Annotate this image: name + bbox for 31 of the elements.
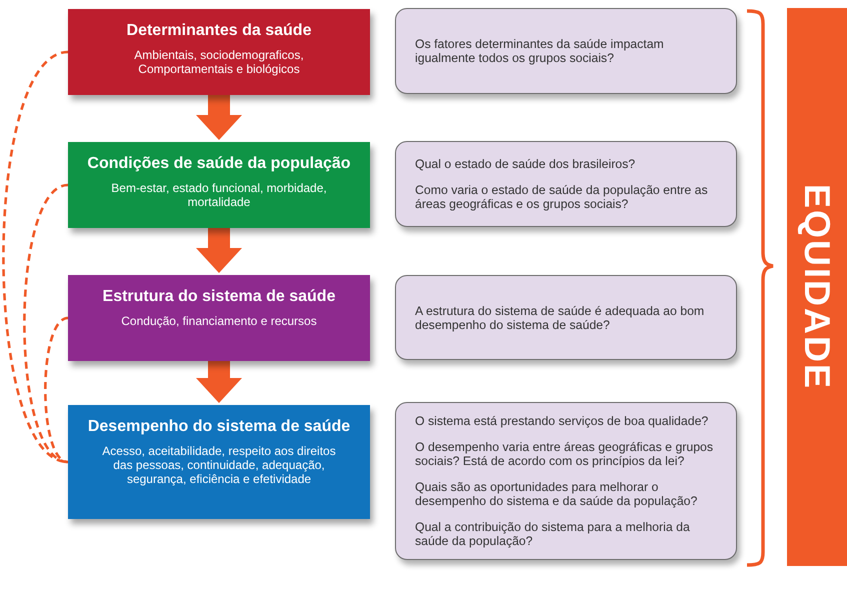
stage-title: Desempenho do sistema de saúde (88, 417, 350, 437)
stage-description: Condução, financiamento e recursos (120, 314, 318, 328)
question-text: A estrutura do sistema de saúde é adequada ao bom desempenho do sistema de saúde? (415, 304, 706, 332)
question-text: Como varia o estado de saúde da população entre as áreas geográficas e os grupos sociais? (415, 183, 709, 211)
dashed-connector (23, 184, 68, 464)
stage-box (68, 275, 370, 361)
question-text: Qual a contribuição do sistema para a melhoria da saúde da população? (415, 520, 691, 548)
stage-description: Ambientais, sociodemograficos, Comportamentais e biológicos (133, 48, 305, 76)
question-box (395, 402, 737, 560)
question-text: O desempenho varia entre áreas geográficas e grupos sociais? Está de acordo com os princípios da lei? (415, 440, 714, 468)
block-arrow (196, 361, 242, 403)
stage-box (68, 9, 370, 95)
stage-description: Acesso, aceitabilidade, respeito aos direitos das pessoas, continuidade, adequação, segurança, eficiência e efetividade (101, 444, 337, 486)
question-box (395, 8, 737, 94)
stage-box (68, 405, 370, 519)
question-text: O sistema está prestando serviços de boa qualidade? (415, 414, 710, 428)
question-box (395, 275, 737, 360)
question-text: Os fatores determinantes da saúde impactam igualmente todos os grupos sociais? (415, 37, 665, 65)
stage-title: Estrutura do sistema de saúde (102, 287, 336, 307)
block-arrow (196, 228, 242, 273)
equity-band (787, 8, 847, 566)
stage-title: Determinantes da saúde (126, 21, 312, 41)
band-label: EQUIDADE (799, 184, 835, 390)
question-text: Qual o estado de saúde dos brasileiros? (415, 157, 636, 171)
stage-title: Condições de saúde da população (87, 154, 351, 174)
question-box (395, 141, 737, 227)
block-arrow (196, 95, 242, 140)
stage-box (68, 142, 370, 228)
question-text: Quais são as oportunidades para melhorar o desempenho do sistema e da saúde da população? (415, 480, 698, 508)
dashed-connector (44, 316, 68, 464)
stage-description: Bem-estar, estado funcional, morbidade, mortalidade (110, 181, 328, 209)
